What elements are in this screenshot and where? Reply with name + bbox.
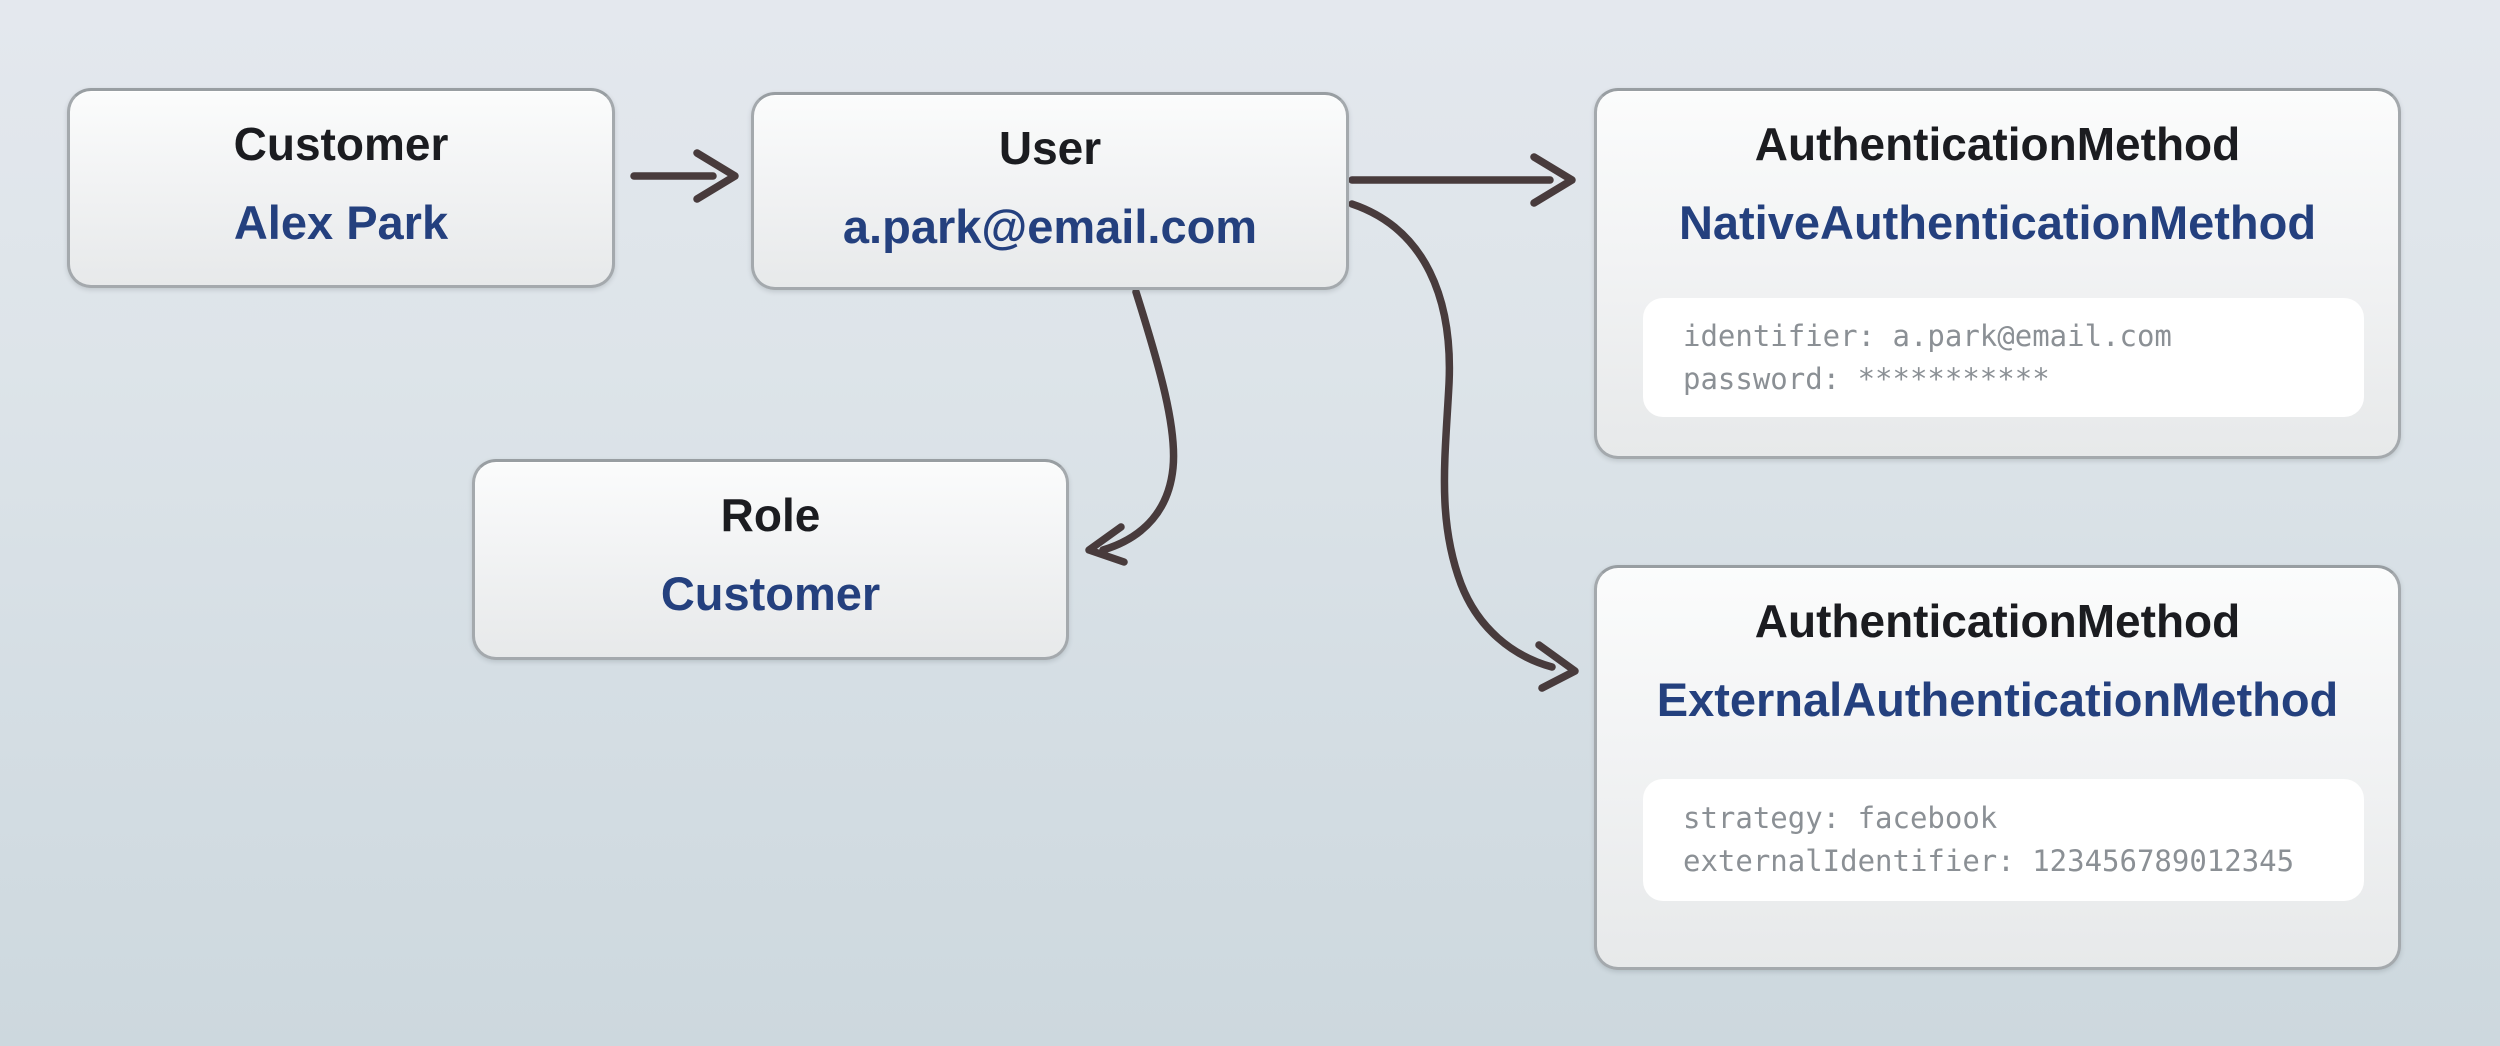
- edge-user-to-native-auth: [1348, 153, 1576, 207]
- edge-user-to-role-arrowhead-icon: [1085, 523, 1128, 566]
- node-native-auth-title: AuthenticationMethod: [1754, 118, 2241, 170]
- edge-customer-to-user: [630, 149, 739, 203]
- node-authentication-method-external: AuthenticationMethod ExternalAuthenticat…: [1594, 565, 2401, 970]
- node-customer: Customer Alex Park: [67, 88, 615, 288]
- edge-user-to-external-auth-shaft: [1348, 200, 1556, 671]
- attribute-password: password: ***********: [1683, 361, 2050, 396]
- attribute-strategy: strategy: facebook: [1683, 801, 1998, 835]
- node-role-value: Customer: [660, 567, 881, 620]
- node-external-auth-title: AuthenticationMethod: [1754, 595, 2241, 647]
- edge-customer-to-user-arrowhead-icon: [693, 149, 739, 203]
- external-auth-attributes-panel: strategy: facebook externalIdentifier: 1…: [1643, 779, 2364, 901]
- node-external-auth-subtitle: ExternalAuthenticationMethod: [1656, 673, 2339, 726]
- node-role: Role Customer: [472, 459, 1069, 660]
- node-native-auth-subtitle: NativeAuthenticationMethod: [1678, 196, 2317, 249]
- node-authentication-method-native: AuthenticationMethod NativeAuthenticatio…: [1594, 88, 2401, 459]
- node-customer-value: Alex Park: [233, 196, 449, 249]
- node-user-title: User: [998, 122, 1102, 174]
- node-customer-title: Customer: [233, 118, 449, 170]
- native-auth-attributes-panel: identifier: a.park@email.com password: *…: [1643, 298, 2364, 417]
- edge-user-to-external-auth: [1348, 200, 1579, 692]
- node-role-title: Role: [720, 489, 821, 541]
- node-user-value: a.park@email.com: [842, 200, 1258, 253]
- attribute-external-identifier: externalIdentifier: 123456789012345: [1683, 844, 2295, 878]
- attribute-identifier: identifier: a.park@email.com: [1683, 318, 2172, 353]
- node-user: User a.park@email.com: [751, 92, 1349, 290]
- edge-user-to-native-auth-arrowhead-icon: [1530, 153, 1576, 207]
- edge-user-to-external-auth-arrowhead-icon: [1535, 641, 1579, 692]
- edge-user-to-role: [1085, 288, 1178, 566]
- edge-user-to-role-shaft: [1099, 288, 1178, 554]
